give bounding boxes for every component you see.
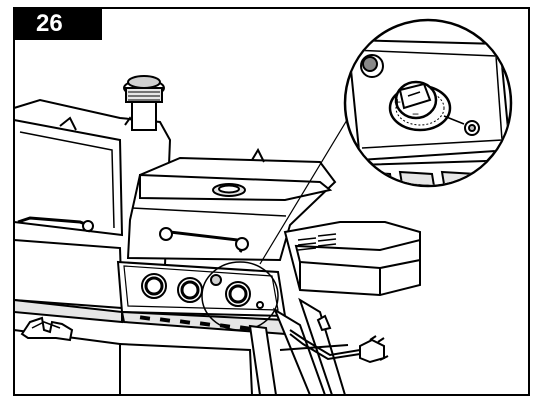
- lid-vent: [212, 183, 246, 197]
- left-grill-lid: [13, 98, 172, 277]
- knob-plus-mark: +: [394, 95, 401, 109]
- detail-target-circle: [201, 261, 279, 331]
- burner-knob-3: [225, 281, 251, 307]
- burner-knob-2: [177, 277, 203, 303]
- ignition-knob-icon: [388, 80, 452, 132]
- side-button-icon: [360, 54, 384, 78]
- burner-knob-1: [141, 273, 167, 299]
- ignition-button-small: [210, 274, 264, 309]
- step-number-badge: 26: [14, 8, 102, 40]
- side-burner-shelf: [283, 221, 421, 297]
- callout-leader-line: [259, 114, 351, 265]
- knob-arrow-line: [443, 115, 465, 125]
- center-lid-handle: [159, 227, 249, 253]
- left-lower-body: [13, 238, 124, 396]
- knob-minus-mark: −: [412, 107, 419, 121]
- screw-icon: [464, 120, 480, 136]
- grill-cart-legs: [119, 297, 349, 396]
- left-lid-handle: [17, 216, 94, 233]
- chimney-stack: [123, 75, 165, 131]
- knob-detail-callout: + −: [343, 18, 513, 188]
- gas-regulator-hose: [289, 314, 389, 364]
- side-burner-grate-lines: [297, 233, 337, 251]
